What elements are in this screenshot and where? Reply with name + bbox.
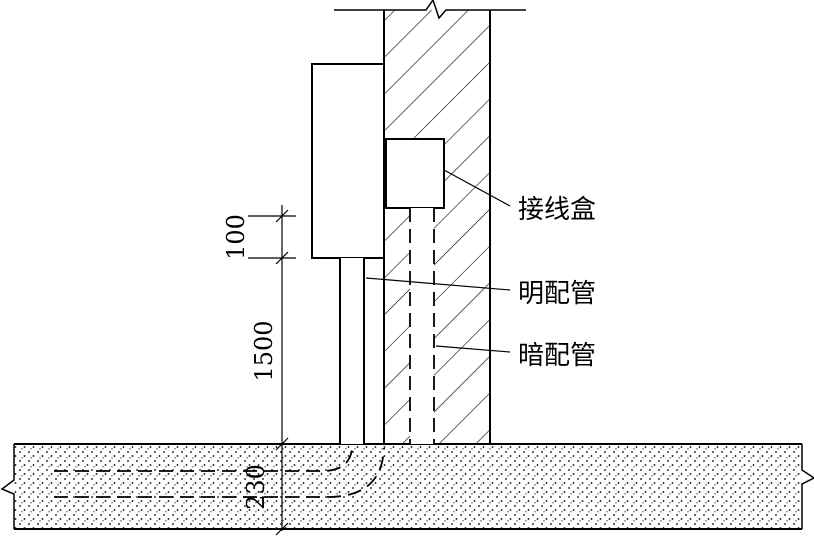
label-exposed-conduit: 明配管: [518, 279, 596, 309]
floor-conduit: [54, 447, 385, 498]
left-break-mark: [0, 444, 15, 529]
dimension-100: 100: [222, 214, 250, 260]
floor-slab: [0, 443, 814, 530]
wall-break-mark: [334, 0, 526, 20]
junction-box: [385, 138, 445, 209]
distribution-box: [311, 63, 385, 259]
label-concealed-conduit: 暗配管: [518, 341, 596, 371]
concealed-conduit: [409, 208, 435, 444]
right-break-mark: [801, 444, 814, 529]
label-junction-box: 接线盒: [518, 195, 596, 225]
dimension-230: 230: [242, 464, 270, 510]
leader-lines: [365, 169, 511, 353]
exposed-conduit: [339, 258, 365, 444]
dimension-1500: 1500: [250, 320, 278, 381]
dimension-lines: [248, 205, 296, 536]
